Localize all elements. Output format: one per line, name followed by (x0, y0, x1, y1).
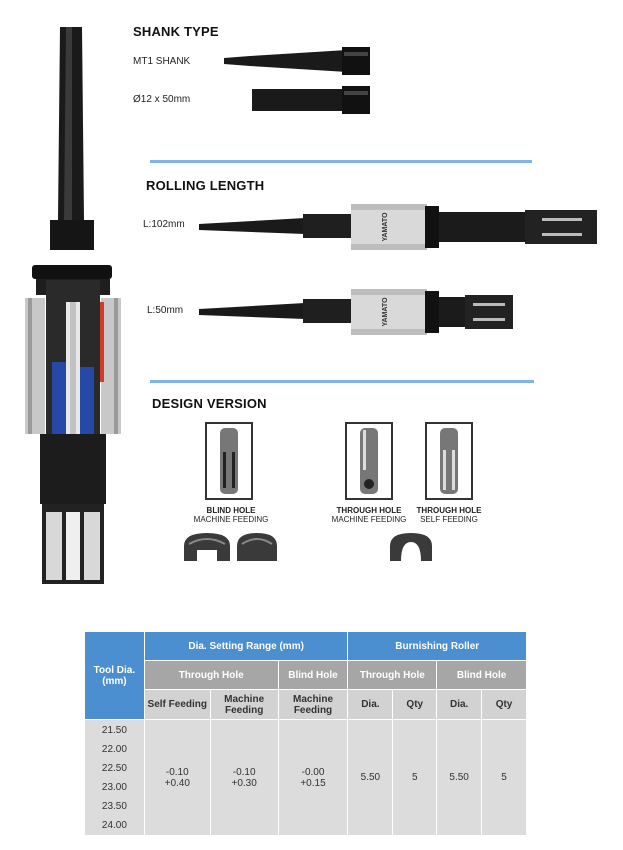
design-sub-2: MACHINE FEEDING (331, 515, 407, 524)
workpiece-blind-1-icon (184, 533, 230, 561)
roller-blind-qty: 5 (481, 719, 527, 836)
header-through-hole: Through Hole (143, 660, 279, 690)
rolling-brand-102: YAMATO (382, 212, 389, 242)
design-sub-3: SELF FEEDING (420, 515, 478, 524)
rolling-tool-102-image: YAMATO (199, 204, 597, 250)
tool-dia-value: 22.00 (101, 743, 127, 755)
design-caption-3: THROUGH HOLE SELF FEEDING (394, 506, 504, 524)
workpiece-blind-2-icon (237, 533, 277, 561)
divider-1 (150, 160, 532, 163)
rolling-tool-50-image: YAMATO (199, 289, 513, 335)
header-dia: Dia. (347, 689, 394, 720)
header-roller-blind-hole: Blind Hole (436, 660, 527, 690)
shank-label-straight: Ø12 x 50mm (133, 94, 191, 105)
tool-dia-value: 24.00 (101, 819, 127, 831)
header-roller-through-hole: Through Hole (347, 660, 438, 690)
header-blind-hole: Blind Hole (277, 660, 349, 690)
design-sub-1: MACHINE FEEDING (193, 515, 269, 524)
design-title-2: THROUGH HOLE (336, 506, 402, 515)
rolling-brand-50: YAMATO (382, 297, 389, 327)
range-max: +0.15 (300, 777, 326, 789)
blind-machine-range: -0.00 +0.15 (277, 719, 349, 836)
tool-cutaway-illustration (25, 27, 121, 584)
roller-through-dia: 5.50 (347, 719, 394, 836)
header-dia-setting-range: Dia. Setting Range (mm) (143, 631, 349, 661)
range-min: -0.10 (165, 766, 189, 778)
divider-2 (150, 380, 534, 383)
tool-dia-list: 21.50 22.00 22.50 23.00 23.50 24.00 (84, 719, 145, 836)
workpiece-through-icon (390, 533, 432, 561)
tool-dia-value: 21.50 (101, 724, 127, 736)
range-max: +0.30 (231, 777, 257, 789)
spec-table: Tool Dia. (mm) Dia. Setting Range (mm) B… (84, 631, 527, 836)
tool-dia-value: 23.50 (101, 800, 127, 812)
design-through-machine-image (345, 422, 393, 500)
design-title-1: BLIND HOLE (206, 506, 256, 515)
rolling-label-50: L:50mm (147, 305, 184, 316)
tool-dia-value: 22.50 (101, 762, 127, 774)
range-min: -0.00 (301, 766, 325, 778)
section-title-shank-type: SHANK TYPE (133, 24, 219, 39)
header-qty: Qty (392, 689, 438, 720)
mt1-shank-image (224, 47, 370, 75)
self-feeding-range: -0.10 +0.40 (143, 719, 211, 836)
range-max: +0.40 (164, 777, 190, 789)
header-burnishing-roller: Burnishing Roller (347, 631, 527, 661)
design-caption-1: BLIND HOLE MACHINE FEEDING (176, 506, 286, 524)
header-self-feeding: Self Feeding (143, 689, 211, 720)
design-through-self-image (425, 422, 473, 500)
shank-label-mt1: MT1 SHANK (133, 56, 191, 67)
header-tool-dia: Tool Dia. (mm) (84, 631, 145, 720)
straight-shank-image (252, 86, 370, 114)
section-title-design-version: DESIGN VERSION (152, 396, 267, 411)
header-qty-blind: Qty (481, 689, 527, 720)
roller-through-qty: 5 (392, 719, 438, 836)
machine-feeding-range: -0.10 +0.30 (209, 719, 279, 836)
header-dia-blind: Dia. (436, 689, 483, 720)
header-machine-feeding-blind: Machine Feeding (277, 689, 349, 720)
range-min: -0.10 (232, 766, 256, 778)
tool-dia-value: 23.00 (101, 781, 127, 793)
design-blind-hole-image (205, 422, 253, 500)
rolling-label-102: L:102mm (143, 219, 185, 230)
section-title-rolling-length: ROLLING LENGTH (146, 178, 265, 193)
roller-blind-dia: 5.50 (436, 719, 483, 836)
header-machine-feeding: Machine Feeding (209, 689, 279, 720)
design-title-3: THROUGH HOLE (416, 506, 482, 515)
design-caption-2: THROUGH HOLE MACHINE FEEDING (314, 506, 424, 524)
